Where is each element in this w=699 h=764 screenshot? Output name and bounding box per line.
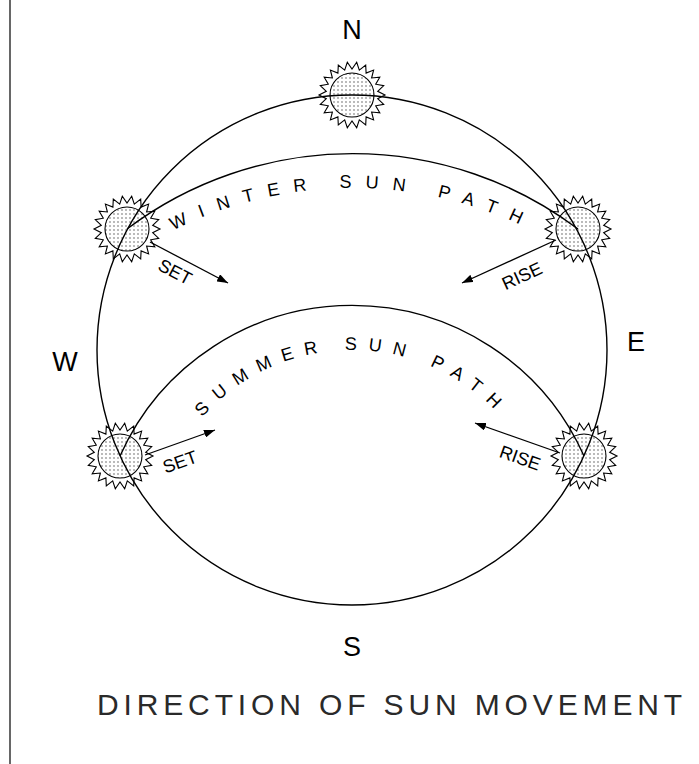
summer-path-arc bbox=[120, 305, 584, 456]
direction-label: SET bbox=[155, 256, 194, 288]
sun-path-label: SUMMER SUN PATH bbox=[191, 334, 514, 420]
direction-label: RISE bbox=[497, 443, 543, 474]
compass-label: E bbox=[627, 329, 645, 356]
direction-label: SET bbox=[160, 448, 199, 477]
compass-label: S bbox=[343, 634, 361, 661]
horizon-circle bbox=[97, 95, 607, 605]
diagram-caption: DIRECTION OF SUN MOVEMENT bbox=[97, 690, 687, 720]
sun-icons bbox=[87, 62, 617, 488]
compass-label: N bbox=[342, 17, 362, 44]
direction-label: RISE bbox=[499, 259, 545, 293]
compass-label: W bbox=[52, 349, 77, 376]
frame-line bbox=[9, 0, 10, 764]
sun-path-label: WINTER SUN PATH bbox=[166, 172, 538, 234]
